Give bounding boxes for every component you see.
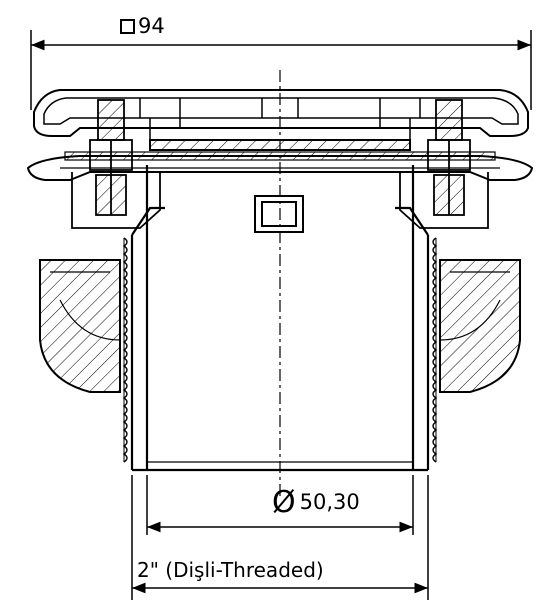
threads (122, 237, 438, 463)
center-slot (254, 195, 304, 233)
square-symbol-icon (120, 19, 135, 34)
top-dimension (30, 30, 532, 110)
thread-size-label: 2" (Dişli-Threaded) (137, 558, 324, 582)
overall-width-label: 94 (120, 14, 165, 38)
right-bolt (399, 99, 489, 229)
thread-dimension (131, 475, 429, 600)
left-nut (39, 259, 121, 393)
diameter-value: 50,30 (299, 490, 360, 514)
diameter-dimension (146, 475, 414, 535)
right-nut (439, 259, 521, 393)
diameter-symbol: Ø (272, 485, 296, 520)
left-bolt (71, 99, 161, 229)
overall-width-value: 94 (138, 14, 165, 38)
